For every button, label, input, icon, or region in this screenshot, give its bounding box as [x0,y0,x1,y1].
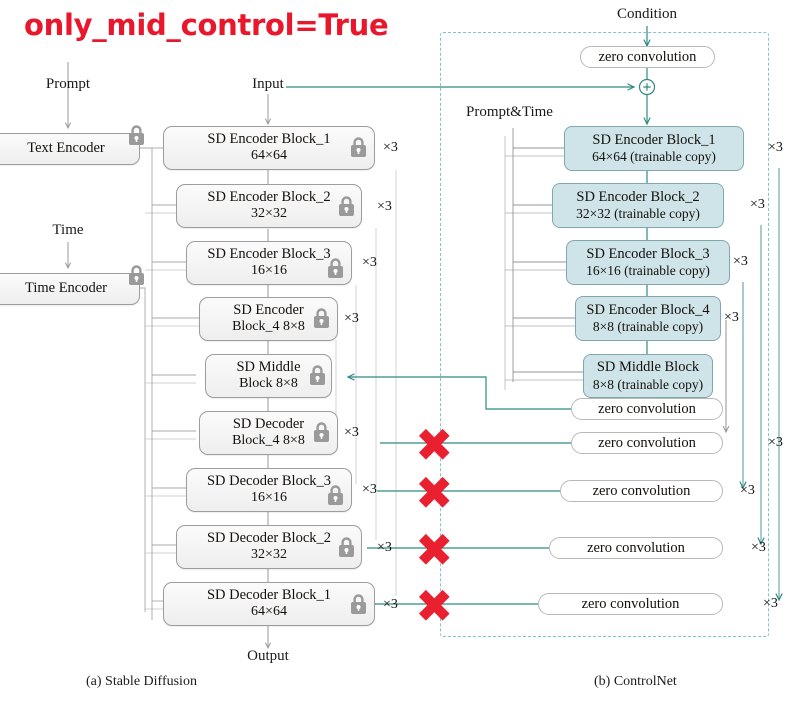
block-line-1: SD Encoder Block_2 [207,189,331,206]
sd-encoder-block-1[interactable]: SD Encoder Block_1 64×64 [163,126,375,170]
block-line-1: SD Encoder [233,302,304,319]
sd-decoder-block-1[interactable]: SD Decoder Block_1 64×64 [163,582,375,626]
cn-block-2-multiplier: ×3 [750,197,765,212]
block-line-2: 32×32 [251,547,287,563]
block-line-1: SD Encoder Block_3 [207,246,331,263]
sd-decoder-2-multiplier: ×3 [377,540,392,555]
disabled-connection-x-2: ✖ [415,466,454,520]
block-line-2: Block_4 8×8 [232,433,305,449]
disabled-connection-x-1: ✖ [415,418,454,472]
cn-zero-conv-4-multiplier: ×3 [763,596,778,611]
cn-zero-conv-2-multiplier: ×3 [740,483,755,498]
lock-icon [351,137,366,157]
block-line-2: 64×64 [251,148,287,164]
block-line-1: SD Encoder Block_4 [586,301,710,318]
cn-middle-block[interactable]: SD Middle Block 8×8 (trainable copy) [583,354,713,398]
cn-zero-conv-1-multiplier: ×3 [768,435,783,450]
cn-block-1-multiplier: ×3 [768,140,783,155]
zero-conv-label: zero convolution [598,400,696,417]
block-line-1: SD Encoder Block_2 [576,188,700,205]
disabled-connection-x-3: ✖ [415,523,454,577]
sd-decoder-block-2[interactable]: SD Decoder Block_2 32×32 [176,525,362,569]
sd-encoder-block-4[interactable]: SD Encoder Block_4 8×8 [199,297,338,341]
block-line-2: Block 8×8 [239,376,298,392]
lock-icon [328,258,343,278]
sd-encoder-block-3[interactable]: SD Encoder Block_3 16×16 [186,241,352,285]
sd-text-encoder[interactable]: Text Encoder [0,133,140,165]
sd-decoder-3-multiplier: ×3 [362,482,377,497]
cn-zero-conv-3-multiplier: ×3 [751,540,766,555]
sd-time-encoder-label: Time Encoder [24,280,108,297]
sd-block-3-multiplier: ×3 [362,255,377,270]
zero-conv-label: zero convolution [581,595,680,612]
cn-block-4-multiplier: ×3 [724,310,739,325]
block-line-1: SD Middle [236,359,301,376]
block-line-2: 16×16 [251,490,287,506]
zero-conv-label: zero convolution [598,48,697,65]
label-input: Input [252,76,284,92]
page-title: only_mid_control=True [24,8,389,42]
lock-icon [129,265,144,285]
cn-encoder-block-3[interactable]: SD Encoder Block_3 16×16 (trainable copy… [566,240,730,285]
caption-controlnet: (b) ControlNet [594,674,677,689]
controlnet-region [440,32,769,637]
zero-conv-label: zero convolution [598,434,696,451]
cn-top-zero-convolution[interactable]: zero convolution [580,46,715,68]
disabled-connection-x-4: ✖ [415,579,454,633]
lock-icon [328,485,343,505]
sd-block-2-multiplier: ×3 [377,199,392,214]
sd-text-encoder-label: Text Encoder [27,140,105,157]
cn-zero-convolution-4[interactable]: zero convolution [538,593,723,615]
caption-stable-diffusion: (a) Stable Diffusion [86,674,197,689]
sd-decoder-block-3[interactable]: SD Decoder Block_3 16×16 [186,468,352,512]
cn-block-3-multiplier: ×3 [733,254,748,269]
lock-icon [314,422,329,442]
block-line-1: SD Decoder Block_1 [206,587,332,604]
block-line-2: 16×16 (trainable copy) [586,263,710,279]
block-line-1: SD Decoder Block_2 [206,530,332,547]
zero-conv-label: zero convolution [587,539,685,556]
lock-icon [339,537,354,557]
block-line-2: Block_4 8×8 [232,319,305,335]
label-condition: Condition [616,6,677,22]
lock-icon [339,196,354,216]
lock-icon [351,594,366,614]
block-line-2: 32×32 [251,206,287,222]
block-line-2: 32×32 (trainable copy) [576,206,700,222]
block-line-1: SD Encoder Block_3 [586,245,710,262]
block-line-2: 8×8 (trainable copy) [592,376,704,392]
sd-block-4-multiplier: ×3 [344,311,359,326]
block-line-1: SD Encoder Block_1 [207,131,331,148]
label-prompt: Prompt [45,76,91,92]
sd-block-1-multiplier: ×3 [383,140,398,155]
lock-icon [129,125,144,145]
block-line-2: 64×64 (trainable copy) [592,149,716,165]
lock-icon [310,365,325,385]
block-line-2: 16×16 [251,263,287,279]
sd-time-encoder[interactable]: Time Encoder [0,273,140,305]
cn-zero-convolution-1[interactable]: zero convolution [571,432,723,454]
label-output: Output [247,648,289,664]
zero-conv-label: zero convolution [592,482,691,499]
cn-encoder-block-4[interactable]: SD Encoder Block_4 8×8 (trainable copy) [575,296,721,341]
lock-icon [314,308,329,328]
cn-zero-convolution-middle[interactable]: zero convolution [571,398,723,420]
label-time: Time [52,222,84,238]
block-line-2: 8×8 (trainable copy) [592,319,704,335]
label-prompt-time: Prompt&Time [466,104,553,120]
cn-zero-convolution-2[interactable]: zero convolution [560,480,723,502]
block-line-1: SD Decoder [232,416,305,433]
block-line-1: SD Middle Block [596,359,700,376]
sd-encoder-block-2[interactable]: SD Encoder Block_2 32×32 [176,184,362,228]
cn-zero-convolution-3[interactable]: zero convolution [549,537,723,559]
block-line-1: SD Decoder Block_3 [206,473,332,490]
block-line-2: 64×64 [251,604,287,620]
sd-decoder-4-multiplier: ×3 [344,425,359,440]
sd-decoder-1-multiplier: ×3 [383,597,398,612]
block-line-1: SD Encoder Block_1 [592,131,716,148]
cn-encoder-block-2[interactable]: SD Encoder Block_2 32×32 (trainable copy… [552,183,724,228]
cn-encoder-block-1[interactable]: SD Encoder Block_1 64×64 (trainable copy… [564,126,744,171]
